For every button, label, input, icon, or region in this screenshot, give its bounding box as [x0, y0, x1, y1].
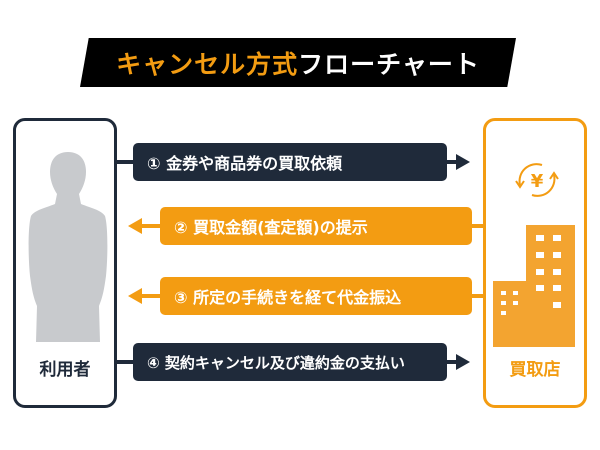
page-title: キャンセル方式フローチャート [80, 38, 516, 87]
building-icon [493, 225, 575, 347]
shop-label: 買取店 [509, 360, 561, 380]
yen-cycle-icon: ¥ [515, 163, 559, 197]
step-label-2: ② 買取金額(査定額)の提示 [160, 207, 472, 245]
step-label-1: ① 金券や商品券の買取依頼 [133, 143, 447, 181]
title-highlight: キャンセル方式 [116, 49, 299, 79]
arrow-right-icon [456, 354, 470, 370]
arrow-left-icon [128, 288, 142, 304]
step-label-4: ④ 契約キャンセル及び違約金の支払い [133, 343, 447, 381]
step-label-3: ③ 所定の手続きを経て代金振込 [160, 277, 472, 315]
title-rest: フローチャート [298, 49, 480, 79]
user-label: 利用者 [39, 360, 91, 380]
arrow-right-icon [456, 154, 470, 170]
arrow-left-icon [128, 218, 142, 234]
person-silhouette-icon [28, 152, 108, 342]
yen-symbol: ¥ [531, 171, 544, 192]
